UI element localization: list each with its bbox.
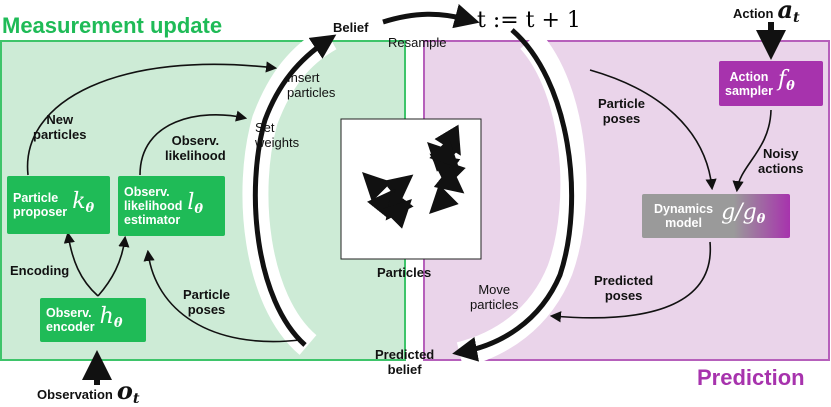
encoding-label: Encoding	[10, 263, 70, 278]
observ-likelihood-label: Observ. likelihood	[165, 133, 226, 163]
particle-8	[436, 158, 466, 188]
dynamics-model-symbol: g/gθ	[721, 199, 766, 227]
edge-particle-poses-right	[589, 69, 717, 191]
particle-poses-left-label: Particle poses	[183, 287, 230, 317]
likelihood-estimator-symbol: lθ	[187, 189, 204, 217]
particle-markers	[362, 124, 466, 229]
move-particles-label: Move particles	[470, 282, 519, 312]
action-sampler-text: Action sampler	[725, 69, 773, 98]
particle-10	[429, 138, 459, 168]
observ-encoder-symbol: hθ	[99, 303, 123, 331]
action-input-symbol: at	[777, 0, 800, 26]
particle-12	[429, 184, 459, 214]
belief-label: Belief	[333, 20, 369, 35]
new-particles-label: New particles	[33, 112, 87, 142]
insert-particles-label: Insert particles	[287, 70, 336, 100]
observation-input-symbol: ot	[116, 376, 140, 407]
edge-encoding-right	[97, 235, 130, 297]
particle-6	[427, 142, 457, 172]
particle-9	[434, 124, 461, 156]
measurement-update-title: Measurement update	[2, 13, 223, 38]
particle-7	[429, 153, 461, 182]
particles-caption: Particles	[377, 265, 432, 280]
particle-proposer-text: Particle proposer	[13, 191, 68, 219]
noisy-actions-label: Noisy actions	[758, 146, 804, 176]
observ-encoder-node[interactable]: Observ. encoder hθ	[40, 298, 146, 342]
edge-particle-poses-left	[143, 249, 301, 343]
particle-1	[362, 172, 392, 202]
observation-input-text: Observation	[37, 387, 113, 402]
predicted-poses-label: Predicted poses	[594, 273, 654, 303]
edge-encoding-left	[63, 231, 99, 297]
particle-poses-right-label: Particle poses	[598, 96, 645, 126]
particle-proposer-node[interactable]: Particle proposer kθ	[7, 176, 110, 234]
edge-new-particles	[26, 61, 278, 176]
likelihood-estimator-node[interactable]: Observ. likelihood estimator lθ	[118, 176, 225, 236]
cycle-arc-right-line	[452, 28, 575, 362]
action-input: Action at	[733, 0, 800, 26]
observ-encoder-text: Observ. encoder	[46, 306, 95, 334]
particle-4	[385, 189, 414, 221]
cycle-arc-top-line	[382, 4, 480, 29]
action-input-text: Action	[733, 6, 774, 21]
action-sampler-node[interactable]: Action sampler fθ	[719, 61, 823, 106]
set-weights-label: Set weights	[255, 120, 300, 150]
particle-proposer-symbol: kθ	[72, 188, 95, 216]
action-sampler-symbol: fθ	[777, 67, 795, 94]
prediction-title: Prediction	[697, 365, 805, 390]
dynamics-model-text: Dynamics model	[654, 202, 714, 230]
likelihood-estimator-text: Observ. likelihood estimator	[124, 185, 183, 227]
edge-observ-likelihood	[139, 110, 248, 176]
particle-5	[382, 199, 412, 229]
time-update-label: t := t + 1	[477, 8, 581, 33]
cycle-arc-left-line	[252, 34, 337, 347]
resample-label: Resample	[388, 35, 447, 50]
dynamics-model-node[interactable]: Dynamics model g/gθ	[642, 194, 790, 238]
edge-noisy-actions	[732, 109, 772, 193]
edge-predicted-poses	[549, 241, 712, 323]
predicted-belief-label: Predicted belief	[375, 347, 435, 377]
particle-2	[382, 174, 414, 203]
observation-input: Observation ot	[37, 376, 140, 407]
